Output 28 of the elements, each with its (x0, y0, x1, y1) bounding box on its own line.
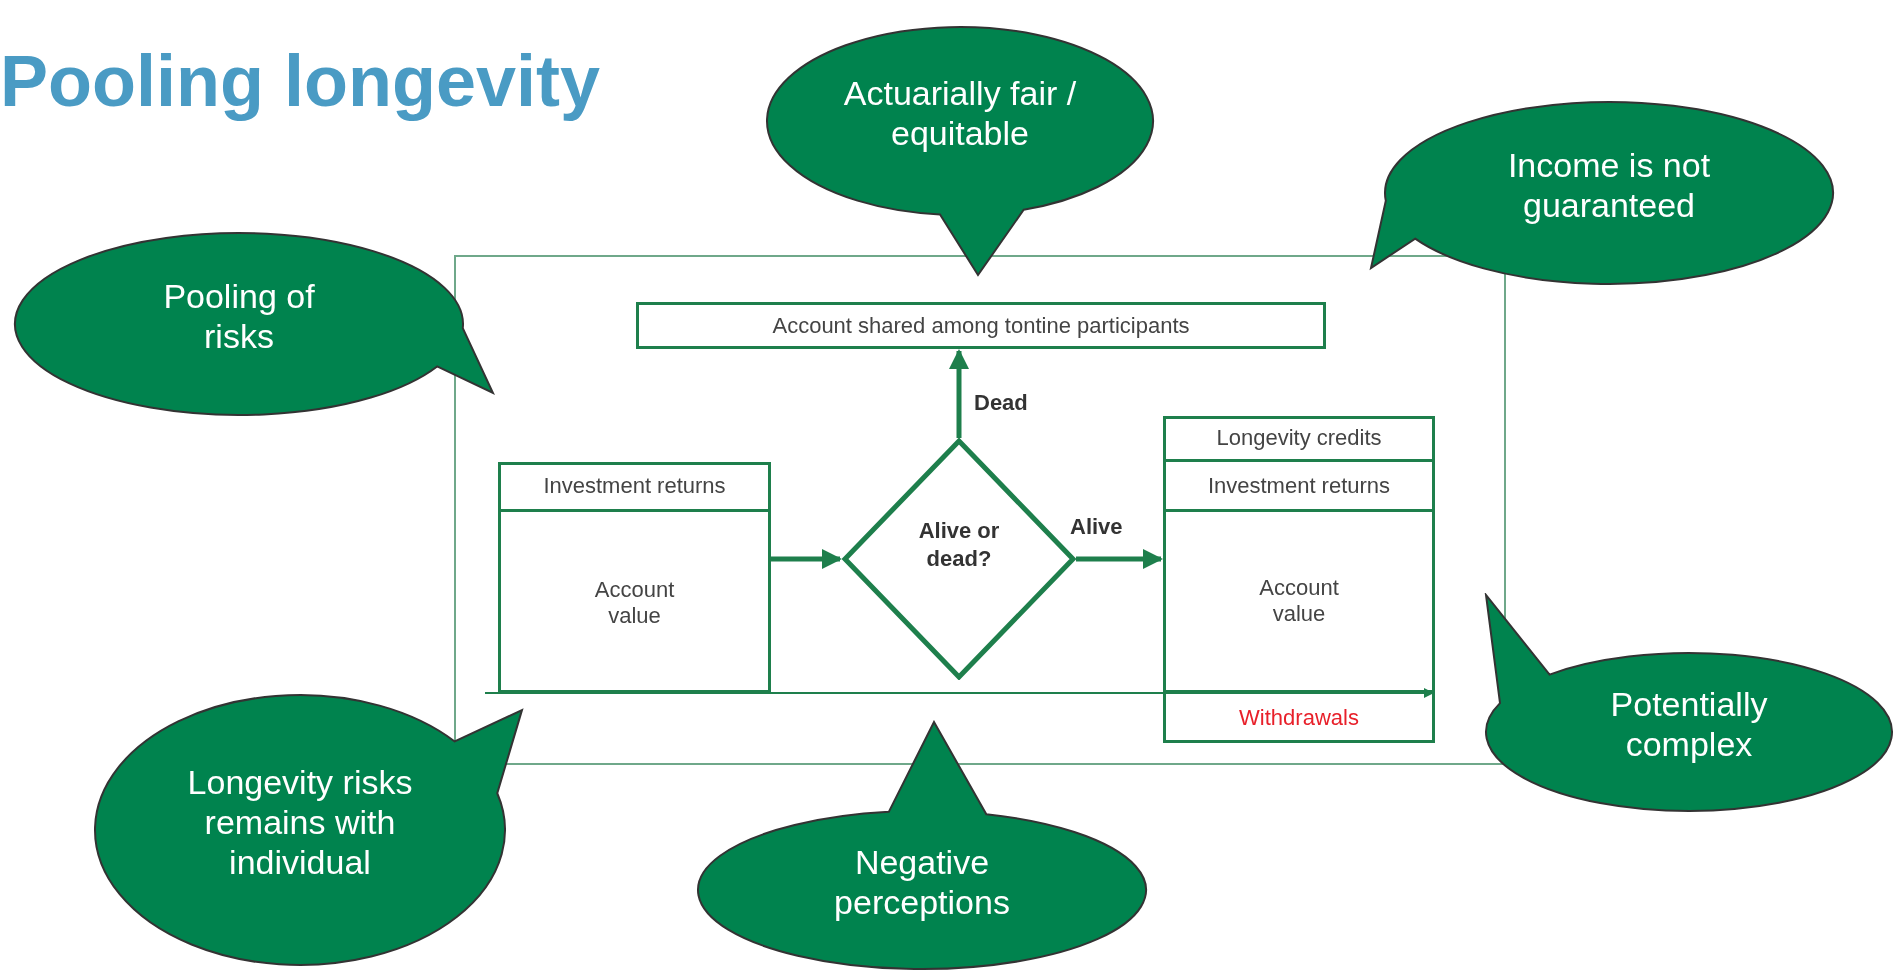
speech-bubble (1369, 100, 1835, 286)
row-label: Account value (593, 575, 676, 630)
bubble-text: Pooling of risks (162, 276, 316, 356)
slide-title: Pooling longevity (0, 40, 600, 122)
process-box: Account shared among tontine participants (636, 302, 1326, 349)
speech-bubble (93, 693, 524, 967)
decision-text: Alive or dead? (917, 517, 1001, 573)
bubble-text: Longevity risks remains with individual (186, 762, 414, 882)
bubble-text: Potentially complex (1609, 684, 1769, 764)
arrow (1076, 549, 1163, 569)
account-box (1163, 416, 1435, 743)
row-label: Investment returns (1166, 462, 1432, 512)
diagram-frame (454, 255, 1506, 765)
row-label: Longevity credits (1166, 416, 1432, 462)
bubble-text: Income is not guaranteed (1506, 145, 1712, 225)
speech-bubble (1484, 593, 1894, 813)
arrow (771, 549, 842, 569)
row-label: Investment returns (501, 462, 768, 512)
speech-bubble (13, 231, 495, 417)
arrow (484, 688, 1434, 698)
row-label: Withdrawals (1238, 704, 1360, 732)
bubble-text: Negative perceptions (833, 842, 1011, 922)
speech-bubble (696, 720, 1148, 970)
arrow (949, 349, 969, 438)
bubble-text: Actuarially fair / equitable (842, 73, 1078, 153)
account-box (498, 462, 771, 693)
row-label: Account value (1166, 512, 1432, 693)
speech-bubble (765, 25, 1155, 277)
